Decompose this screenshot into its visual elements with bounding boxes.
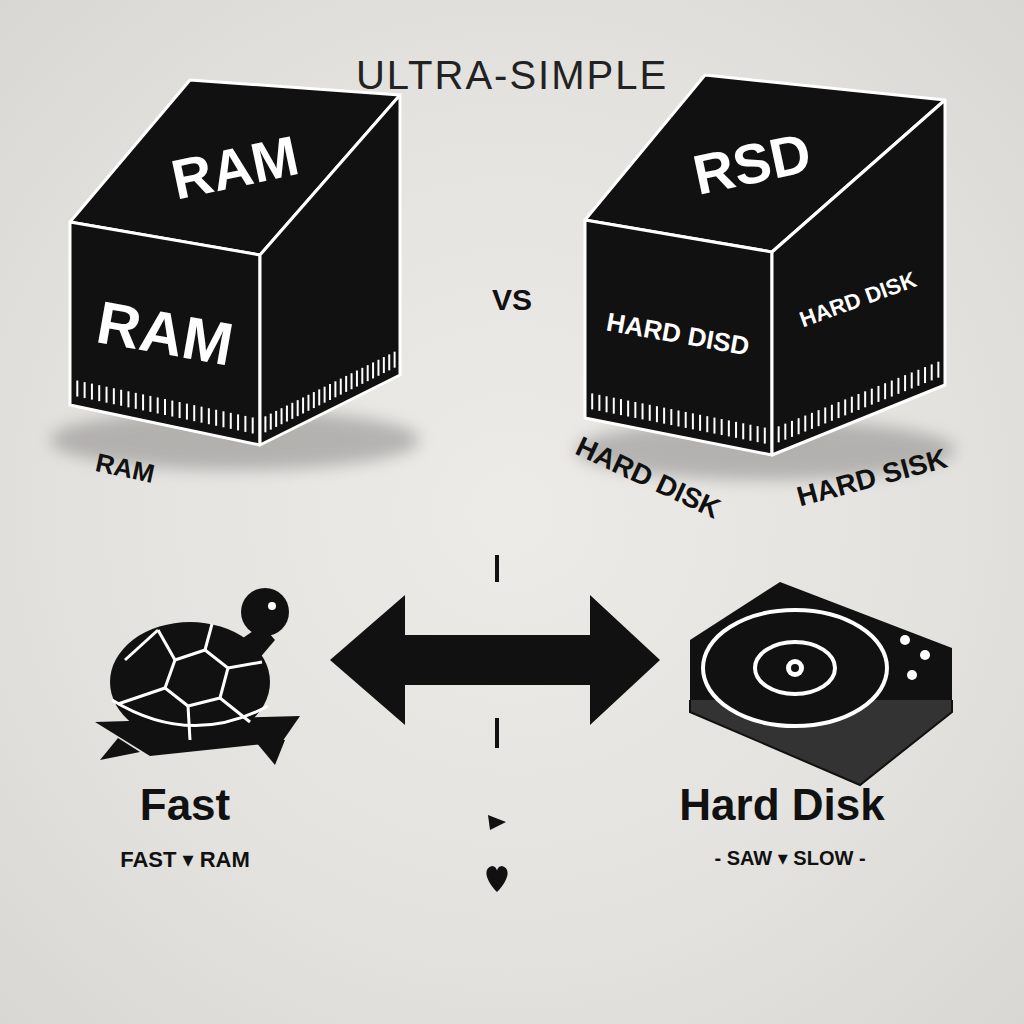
heart-symbol xyxy=(486,866,507,892)
label: - SAW ▾ SLOW - xyxy=(714,848,865,868)
double-arrow xyxy=(330,595,660,725)
cube-outline xyxy=(55,65,425,465)
turtle-icon xyxy=(95,588,300,765)
title: ULTRA-SIMPLE xyxy=(356,55,668,95)
label: Hard Disk xyxy=(679,783,884,827)
label: FAST ▾ RAM xyxy=(120,849,250,871)
divider-marker xyxy=(488,815,506,830)
divider-line xyxy=(495,555,499,748)
label: Fast xyxy=(140,783,230,827)
label: VS xyxy=(492,285,532,315)
chip-cube: RSDHARD DISDHARD DISK xyxy=(570,60,960,470)
chip-cube: RAMRAM xyxy=(55,65,425,465)
hard-disk-icon xyxy=(690,582,952,785)
cube-outline xyxy=(570,60,960,470)
